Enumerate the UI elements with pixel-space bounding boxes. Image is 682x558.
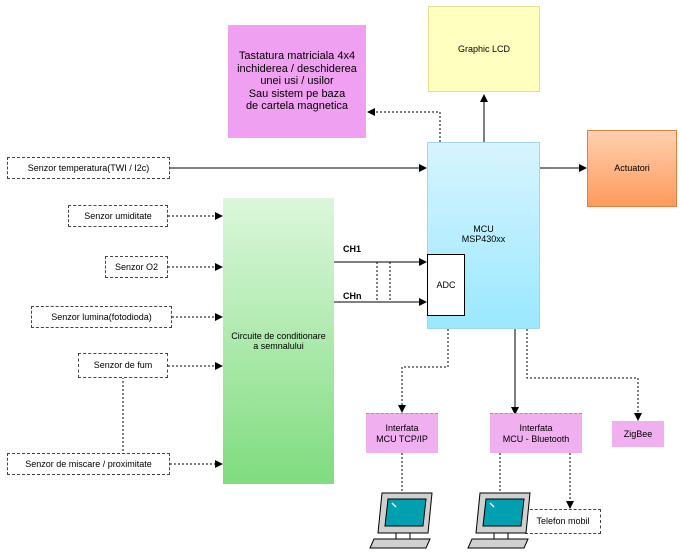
tcpip-line-2: MCU TCP/IP [376, 433, 428, 444]
mcu-to-tcpip-line [398, 329, 449, 413]
keypad-line-1: Tastatura matriciala 4x4 [238, 49, 356, 62]
mcu-to-keypad-line [367, 108, 441, 142]
keypad-line-5: de cartela magnetica [245, 100, 349, 113]
interface-tcpip: Interfata MCU TCP/IP [366, 413, 438, 453]
sensor-humidity: Senzor umiditate [68, 205, 168, 227]
sensor-motion: Senzor de miscare / proximitate [7, 453, 170, 475]
sensor-motion-label: Senzor de miscare / proximitate [25, 458, 152, 469]
sensor-temperature-label: Senzor temperatura(TWI / I2c) [27, 162, 150, 173]
actuators-label: Actuatori [614, 163, 650, 174]
phone-box: Telefon mobil [525, 509, 601, 534]
sensor-light-label: Senzor lumina(fotodioda) [51, 311, 152, 322]
zigbee-label: ZigBee [623, 428, 653, 439]
keypad-line-4: Sau sistem pe baza [248, 87, 346, 100]
sensor-o2: Senzor O2 [105, 256, 168, 278]
actuators-box: Actuatori [587, 130, 677, 207]
sensor-smoke-label: Senzor de fum [93, 360, 153, 371]
sensor-o2-label: Senzor O2 [114, 261, 159, 272]
interface-bluetooth: Interfata MCU - Bluetooth [490, 413, 582, 453]
sensor-light: Senzor lumina(fotodioda) [31, 306, 172, 328]
adc-label: ADC [436, 279, 456, 290]
bluetooth-line-1: Interfata [519, 423, 553, 434]
lcd-label: Graphic LCD [457, 43, 511, 54]
lcd-box: Graphic LCD [428, 6, 540, 92]
sensor-temperature: Senzor temperatura(TWI / I2c) [7, 157, 170, 179]
bluetooth-line-2: MCU - Bluetooth [502, 433, 570, 444]
interface-zigbee: ZigBee [612, 421, 664, 447]
keypad-box: Tastatura matriciala 4x4 inchiderea / de… [228, 25, 366, 138]
mcu-label: MCU [473, 224, 494, 234]
mcu-model: MSP430xx [461, 234, 506, 245]
adc-box: ADC [427, 254, 465, 316]
conditioning-box: Circuite de conditionare a semnalului [223, 198, 334, 484]
phone-label: Telefon mobil [536, 516, 590, 527]
keypad-line-2: inchiderea / deschiderea [237, 62, 357, 75]
chn-label: CHn [343, 291, 362, 301]
mcu-to-zigbee-line [526, 329, 642, 421]
sensor-smoke: Senzor de fum [78, 353, 168, 378]
sensor-humidity-label: Senzor umiditate [84, 210, 152, 221]
ch1-label: CH1 [343, 244, 362, 254]
conditioning-line-2: a semnalului [253, 341, 304, 351]
keypad-line-3: unei usi / usilor [260, 75, 334, 88]
tcpip-line-1: Interfata [385, 423, 419, 434]
conditioning-line-1: Circuite de conditionare [231, 330, 326, 341]
